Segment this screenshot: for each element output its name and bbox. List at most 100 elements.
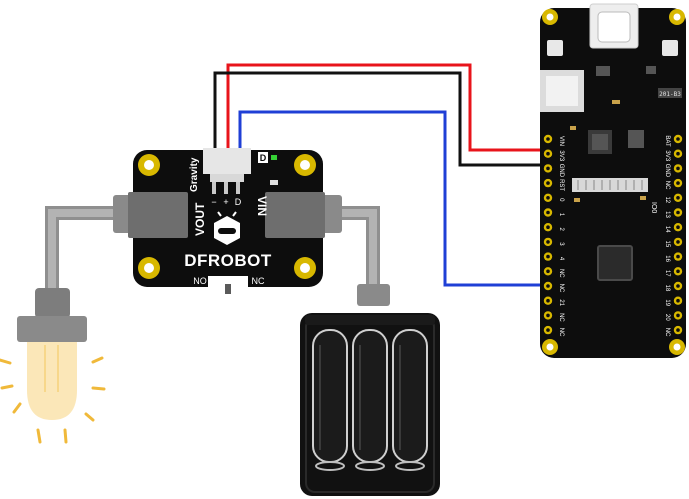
lamp [0, 288, 106, 444]
pin-label-plus: + [223, 197, 228, 207]
header-pin-hole [546, 181, 550, 185]
vin-label: VIN [255, 196, 269, 216]
header-pin-hole [546, 210, 550, 215]
wire-red [226, 63, 545, 152]
header-pin-label: 4 [558, 257, 564, 261]
header-pin-label: NC [558, 269, 564, 278]
header-pin-hole [546, 151, 550, 156]
header-pin-hole [546, 166, 550, 171]
wires [213, 63, 545, 287]
header-pin-hole [676, 151, 680, 156]
smd-components [570, 66, 656, 202]
header-pin-label: 16 [664, 255, 670, 262]
dfrobot-logo-icon [214, 211, 240, 245]
header-pin-label: 3V3 [558, 150, 564, 161]
header-pin-label: NC [664, 328, 670, 337]
header-pin-hole [546, 240, 550, 244]
header-pin-hole [676, 225, 680, 229]
header-pin-label: 3 [558, 242, 564, 246]
header-pin-hole [546, 225, 550, 229]
relay-module: − + D Gravity D VOUT VIN DFROBOT NO NC [113, 148, 342, 294]
brand-label: DFROBOT [184, 251, 272, 270]
header-pin-hole [676, 298, 680, 303]
lamp-socket [17, 316, 87, 342]
cable-to-lamp-inner [48, 209, 117, 300]
screw-terminal-left [128, 192, 188, 238]
header-pin-label: NC [558, 284, 564, 293]
battery-clip [305, 315, 435, 325]
rst-button[interactable] [662, 40, 678, 56]
battery-cell [352, 329, 388, 463]
no-label: NO [193, 276, 207, 286]
header-pin-label: GND [664, 164, 670, 178]
header-pin-hole [676, 254, 680, 259]
header-pin-label: 2 [558, 228, 564, 232]
header-pin-label: 21 [558, 299, 564, 306]
load-cables [45, 206, 380, 300]
battery-cell [392, 329, 428, 463]
header-pin-label: 19 [664, 299, 670, 306]
light-rays-icon [0, 356, 106, 444]
cable-to-battery [338, 206, 380, 295]
header-pin-label: NC [558, 313, 564, 322]
header-pin-label: 3V3 [664, 150, 670, 161]
header-pin-label: GND [558, 164, 564, 178]
header-pin-label: RST [558, 179, 564, 191]
header-pin-hole [546, 137, 550, 141]
header-pin-hole [676, 328, 680, 332]
boot-button[interactable] [547, 40, 563, 56]
battery-springs [315, 461, 425, 471]
header-pin-hole [546, 269, 550, 274]
io-label: IO0 [650, 202, 657, 213]
pin-label-d: D [235, 197, 242, 207]
wire-black [213, 71, 545, 167]
battery-holder [300, 284, 440, 496]
header-pin-hole [546, 313, 550, 318]
header-pin-hole [676, 269, 680, 274]
cable-to-battery-inner [338, 209, 377, 295]
header-pin-label: 13 [664, 211, 670, 218]
header-pin-hole [676, 284, 680, 288]
header-pin-label: 15 [664, 241, 670, 248]
header-pin-label: BAT [664, 135, 670, 147]
mode-switch-knob[interactable] [225, 284, 231, 294]
header-pin-hole [676, 137, 680, 141]
wire-blue [238, 110, 545, 287]
header-pin-label: NC [664, 181, 670, 190]
header-pin-hole [546, 196, 550, 200]
header-pin-hole [546, 328, 550, 332]
header-pin-label: VIN [558, 136, 564, 146]
header-pin-label: 17 [664, 270, 670, 277]
screw-terminal-right [265, 192, 325, 238]
header-pin-hole [676, 166, 680, 171]
cable-to-lamp [45, 206, 117, 300]
header-pin-label: 1 [558, 213, 564, 217]
header-pin-hole [676, 210, 680, 215]
mcu-chip [597, 245, 633, 281]
header-pin-label: 0 [558, 198, 564, 202]
lamp-connector [35, 288, 70, 318]
battery-cell [312, 329, 348, 463]
battery-terminal [357, 284, 390, 306]
mode-switch[interactable] [208, 276, 248, 287]
header-pin-hole [676, 240, 680, 244]
header-pin-hole [676, 196, 680, 200]
vout-label: VOUT [193, 202, 207, 236]
header-pin-hole [676, 181, 680, 185]
lamp-bulb [27, 342, 77, 420]
gravity-label: Gravity [189, 157, 200, 192]
chip-text: 201-B3 [659, 91, 681, 98]
header-pin-hole [546, 284, 550, 288]
d-badge [258, 152, 268, 163]
pin-label-minus: − [211, 197, 216, 207]
mounting-holes [138, 154, 316, 279]
header-pin-hole [546, 298, 550, 303]
mcu-corner-holes [542, 9, 685, 355]
header-pin-hole [546, 254, 550, 259]
lamp-filament [44, 345, 59, 392]
status-led-small [270, 180, 278, 185]
